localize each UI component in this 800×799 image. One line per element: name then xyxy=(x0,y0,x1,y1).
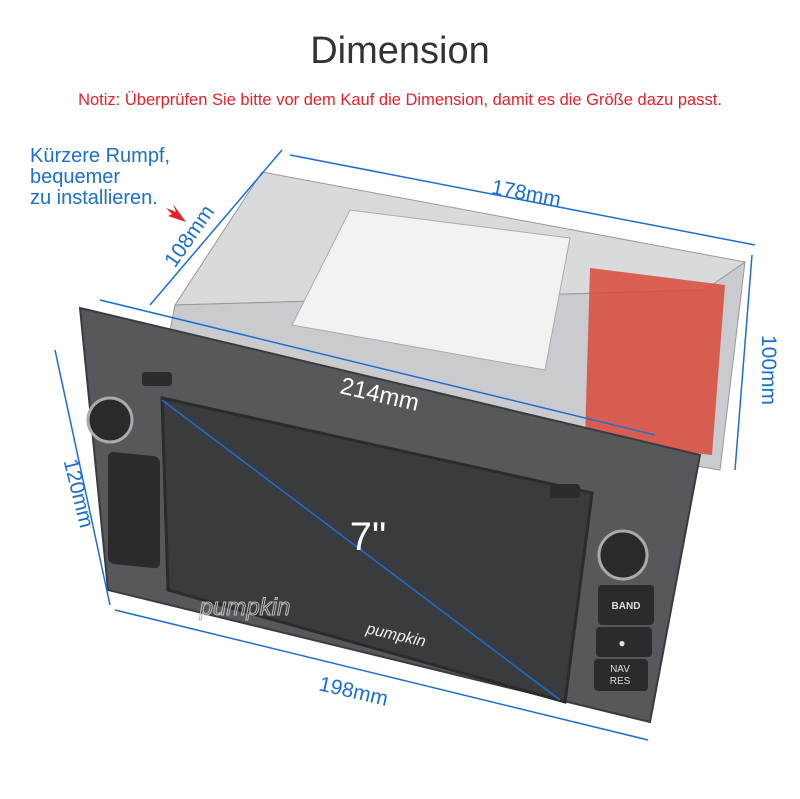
dim-line-120 xyxy=(54,349,111,606)
dim-120: 120mm xyxy=(59,457,98,531)
brand-watermark: pumpkin xyxy=(199,594,291,621)
chassis-label-red xyxy=(585,268,725,455)
dim-line-108 xyxy=(149,149,283,306)
nav-res-button[interactable] xyxy=(594,659,648,691)
mute-button[interactable] xyxy=(142,372,172,386)
left-buttons[interactable] xyxy=(108,451,160,569)
right-buttons: BAND ● NAV RES xyxy=(594,585,654,691)
side-note: Kürzere Rumpf, bequemer zu installieren. xyxy=(30,146,170,209)
play-pause-button[interactable] xyxy=(550,484,580,498)
dim-178: 178mm xyxy=(490,176,563,212)
tune-knob[interactable] xyxy=(597,529,649,581)
dim-100: 100mm xyxy=(757,335,780,405)
dim-line-214 xyxy=(99,299,656,436)
side-note-line: zu installieren. xyxy=(30,187,158,209)
dim-line-198 xyxy=(114,609,649,741)
chassis-label xyxy=(291,209,571,371)
dim-198: 198mm xyxy=(317,673,390,711)
notice-text: Notiz: Überprüfen Sie bitte vor dem Kauf… xyxy=(78,91,722,109)
dim-line-178 xyxy=(289,154,756,246)
res-label: RES xyxy=(610,676,631,687)
navigation-button[interactable] xyxy=(596,627,652,657)
screen xyxy=(160,396,594,704)
band-button[interactable] xyxy=(598,585,654,625)
arrow-icon xyxy=(166,204,186,222)
dim-line-7in xyxy=(161,399,561,701)
page-title: Dimension xyxy=(310,30,490,72)
location-pin-icon: ● xyxy=(618,636,625,650)
side-note-line: Kürzere Rumpf, xyxy=(30,145,171,167)
nav-label: NAV xyxy=(610,664,630,675)
volume-knob[interactable] xyxy=(86,396,134,444)
side-note-line: bequemer xyxy=(30,166,121,188)
dim-line-100 xyxy=(734,254,753,471)
band-label: BAND xyxy=(612,601,641,612)
dim-screen: 7" xyxy=(350,515,386,559)
